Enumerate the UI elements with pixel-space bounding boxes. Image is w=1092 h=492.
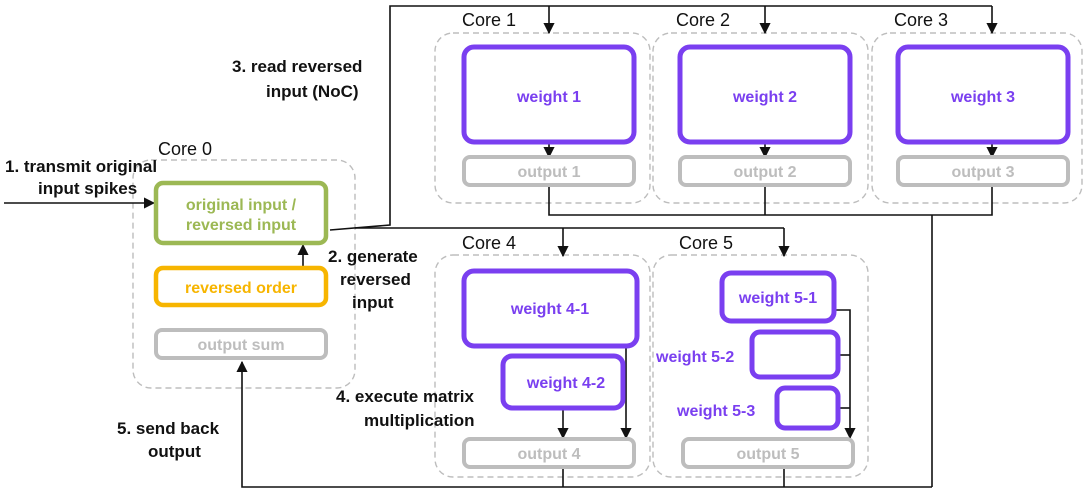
step-5-label-line2: output xyxy=(148,442,201,461)
output-2-box xyxy=(678,155,852,187)
step-4-label-line1: 4. execute matrix xyxy=(336,387,475,406)
core-0-label: Core 0 xyxy=(158,139,212,159)
weight-5-2-label: weight 5-2 xyxy=(655,349,734,366)
send-back-bus xyxy=(236,360,932,488)
weight-5-2-box xyxy=(749,329,841,380)
weight-5-1-label: weight 5-1 xyxy=(738,290,817,307)
weight-1-label: weight 1 xyxy=(516,89,581,106)
step-3-label-line1: 3. read reversed xyxy=(232,57,362,76)
core-1-frame xyxy=(434,32,651,204)
step-2-label-line1: 2. generate xyxy=(328,247,418,266)
output-3-label: output 3 xyxy=(951,164,1014,181)
core-2-frame xyxy=(652,32,869,204)
weight-5-1-box xyxy=(719,270,837,324)
weight-2-label: weight 2 xyxy=(732,89,797,106)
weight-4-2-box xyxy=(500,353,626,411)
output-1-label: output 1 xyxy=(517,164,580,181)
weight-3-box xyxy=(895,44,1071,145)
core-0-frame xyxy=(132,159,356,389)
original-input-label-line2: reversed input xyxy=(186,217,297,234)
top-output-bus xyxy=(548,186,993,216)
step-2-label-line2: reversed xyxy=(340,270,411,289)
core-3-label: Core 3 xyxy=(894,10,948,30)
weight-1-box xyxy=(461,44,637,145)
core-3-frame xyxy=(871,32,1083,204)
weight-5-3-label: weight 5-3 xyxy=(676,403,755,420)
core-1-label: Core 1 xyxy=(462,10,516,30)
reversed-order-label: reversed order xyxy=(185,280,297,297)
step-1-label-line1: 1. transmit original xyxy=(5,157,157,176)
output-sum-box xyxy=(154,328,328,360)
weight-2-box xyxy=(677,44,853,145)
core-5-label: Core 5 xyxy=(679,233,733,253)
weight-5-3-box xyxy=(774,385,841,431)
output-4-label: output 4 xyxy=(517,446,580,463)
step-3-label-line2: input (NoC) xyxy=(266,82,359,101)
core-4-frame xyxy=(434,254,651,478)
original-input-box xyxy=(153,180,329,246)
output-sum-label: output sum xyxy=(197,337,284,354)
step-1-label-line2: input spikes xyxy=(38,179,137,198)
output-1-box xyxy=(462,155,636,187)
output-2-label: output 2 xyxy=(733,164,796,181)
weight-4-1-box xyxy=(461,268,640,349)
core5-collector xyxy=(834,309,851,438)
weight-3-label: weight 3 xyxy=(950,89,1015,106)
output-3-box xyxy=(896,155,1070,187)
noc-read-bus xyxy=(329,5,992,231)
core-4-label: Core 4 xyxy=(462,233,516,253)
output-5-box xyxy=(681,437,855,469)
output-5-label: output 5 xyxy=(736,446,799,463)
weight-4-2-label: weight 4-2 xyxy=(526,375,605,392)
step-4-label-line2: multiplication xyxy=(364,411,475,430)
core-5-frame xyxy=(652,254,869,478)
weight-4-1-label: weight 4-1 xyxy=(510,301,589,318)
output-4-box xyxy=(462,437,636,469)
step-5-label-line1: 5. send back xyxy=(117,419,220,438)
step-2-label-line3: input xyxy=(352,293,394,312)
core-2-label: Core 2 xyxy=(676,10,730,30)
original-input-label-line1: original input / xyxy=(186,197,297,214)
reversed-order-box xyxy=(153,265,329,308)
